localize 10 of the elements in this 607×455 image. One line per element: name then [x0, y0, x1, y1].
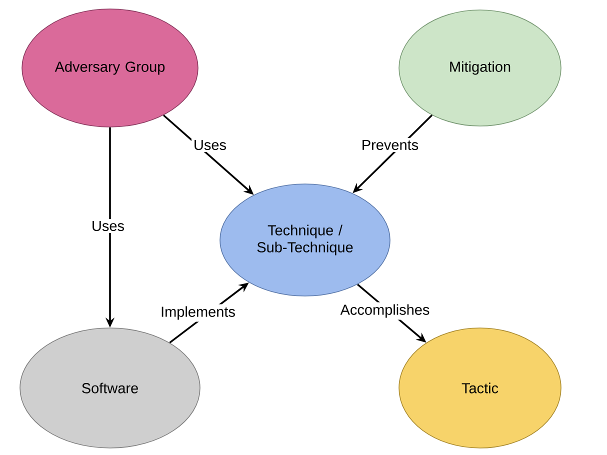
edge-label: Prevents [359, 138, 421, 152]
ellipse-node: Mitigation [398, 10, 562, 126]
ellipse-node: Software [20, 328, 200, 448]
edge-label: Uses [89, 218, 127, 234]
ellipse-node: Tactic [398, 328, 562, 448]
ellipse-node: Adversary Group [22, 8, 198, 128]
edge-label: Accomplishes [338, 302, 432, 320]
edge-label: Implements [158, 304, 238, 322]
edge-label: Uses [191, 138, 229, 152]
ellipse-node: Technique / Sub-Technique [220, 184, 390, 296]
